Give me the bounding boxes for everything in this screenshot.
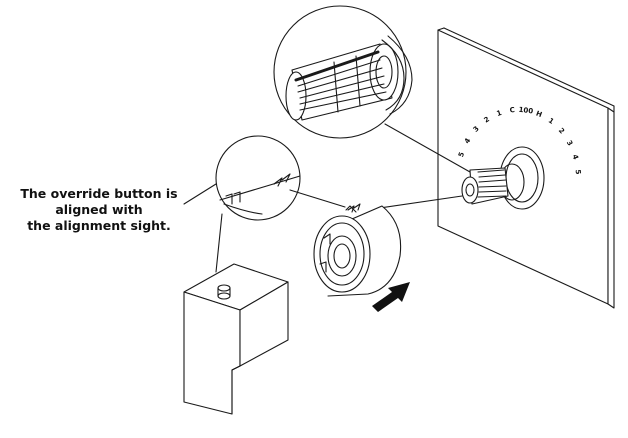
- dial-label: 2: [483, 115, 491, 124]
- wall-plate: [437, 27, 615, 309]
- double-chevron-icon: [347, 203, 361, 213]
- leader-line-callout: [183, 183, 217, 205]
- valve-stem: [461, 146, 545, 210]
- override-button-callout: The override button is aligned with the …: [6, 186, 192, 234]
- spline-detail-magnifier: [273, 5, 413, 139]
- dial-label: 1: [547, 117, 556, 126]
- lever-handle: [183, 263, 289, 415]
- dial-label: 3: [472, 125, 481, 134]
- double-chevron-icon: [273, 173, 291, 187]
- dial-label: C: [509, 106, 515, 114]
- direction-arrow-icon: [372, 282, 410, 312]
- handle-sleeve: [313, 203, 402, 297]
- callout-line-2: aligned with: [55, 202, 143, 217]
- alignment-sight-magnifier: [215, 135, 301, 221]
- dial-label: 4: [463, 137, 472, 146]
- dial-label: 100: [518, 106, 534, 116]
- dial-label: H: [535, 109, 543, 119]
- dial-label: 4: [571, 154, 580, 161]
- callout-line-1: The override button is: [20, 186, 178, 201]
- leader-line-middle: [379, 195, 463, 209]
- dial-label: 2: [557, 126, 566, 135]
- dial-label: 1: [496, 109, 503, 118]
- leader-line-sight: [289, 189, 346, 208]
- dial-label: 5: [457, 151, 466, 158]
- dial-label: 3: [565, 139, 574, 147]
- dial-label: 5: [574, 169, 582, 175]
- callout-line-3: the alignment sight.: [27, 218, 171, 233]
- leader-line-button: [215, 213, 223, 273]
- leader-line-top: [384, 123, 471, 173]
